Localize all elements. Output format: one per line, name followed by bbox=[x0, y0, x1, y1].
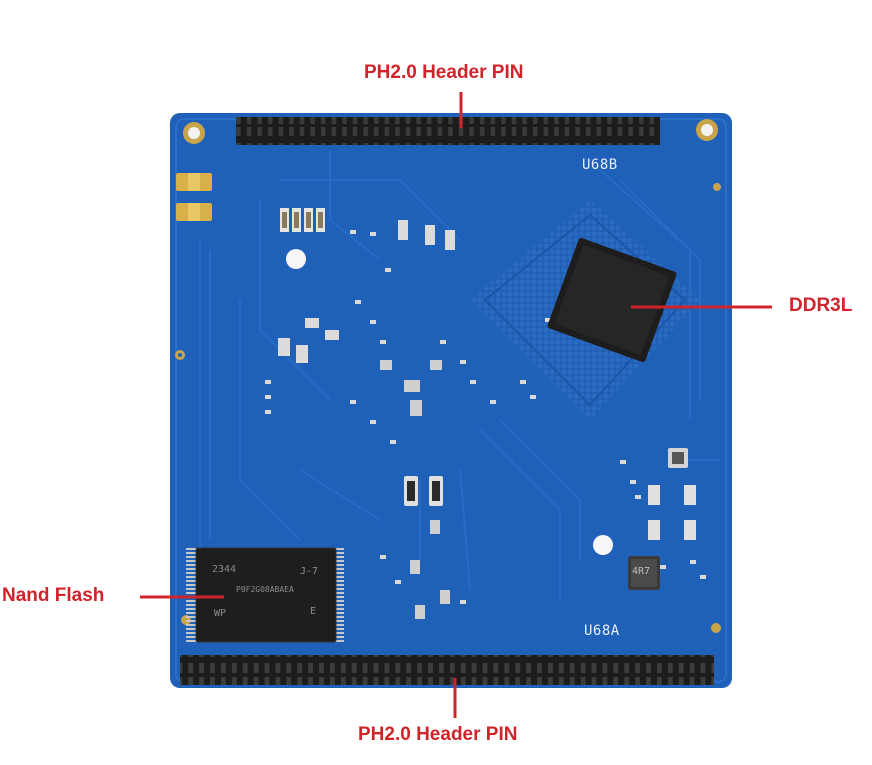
bottom-connector-silkscreen: U68A bbox=[584, 623, 620, 639]
callout-lines bbox=[140, 92, 772, 718]
top-header-callout: PH2.0 Header PIN bbox=[364, 62, 524, 83]
top-pin-header bbox=[236, 117, 660, 145]
nand-marking-line3-right: E bbox=[310, 606, 317, 617]
bottom-pin-header bbox=[180, 655, 714, 685]
inductor-marking: 4R7 bbox=[632, 566, 651, 577]
bottom-header-callout: PH2.0 Header PIN bbox=[358, 724, 518, 745]
nand-marking-line3-left: WP bbox=[214, 608, 227, 619]
nand-flash-chip bbox=[186, 547, 344, 643]
nand-marking-line1-right: J-7 bbox=[300, 566, 319, 577]
ddr3l-chip bbox=[547, 237, 677, 363]
ddr3l-callout: DDR3L bbox=[789, 295, 853, 316]
mounting-holes bbox=[175, 119, 721, 633]
inductor bbox=[628, 556, 660, 590]
gold-capacitors bbox=[176, 173, 212, 221]
nand-marking-line1-left: 2344 bbox=[212, 564, 237, 575]
smd-components bbox=[278, 208, 696, 619]
pcb-traces bbox=[199, 150, 720, 601]
top-connector-silkscreen: U68B bbox=[582, 157, 618, 173]
nand-marking-line2: P0F2G08ABAEA bbox=[236, 585, 294, 594]
nand-flash-callout: Nand Flash bbox=[2, 585, 105, 606]
